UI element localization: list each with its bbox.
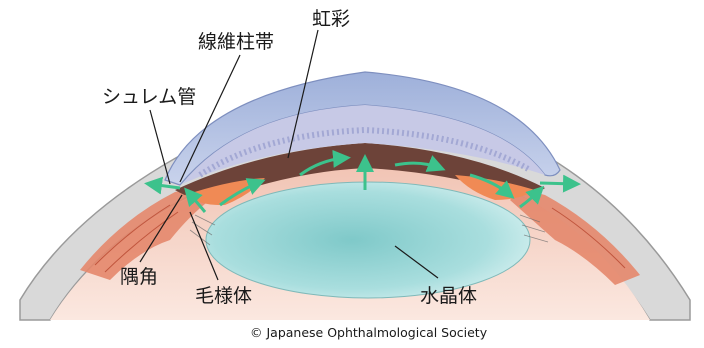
ciliary-body-label: 毛様体 <box>195 285 252 307</box>
iris-label: 虹彩 <box>312 8 350 30</box>
lens <box>206 182 530 298</box>
zonule-label: 線維柱帯 <box>198 31 274 53</box>
copyright-credit: © Japanese Ophthalmological Society <box>250 325 488 340</box>
schlemm-canal-label: シュレム管 <box>102 86 196 108</box>
angle-label: 隅角 <box>120 266 158 288</box>
lens-label: 水晶体 <box>420 285 477 307</box>
